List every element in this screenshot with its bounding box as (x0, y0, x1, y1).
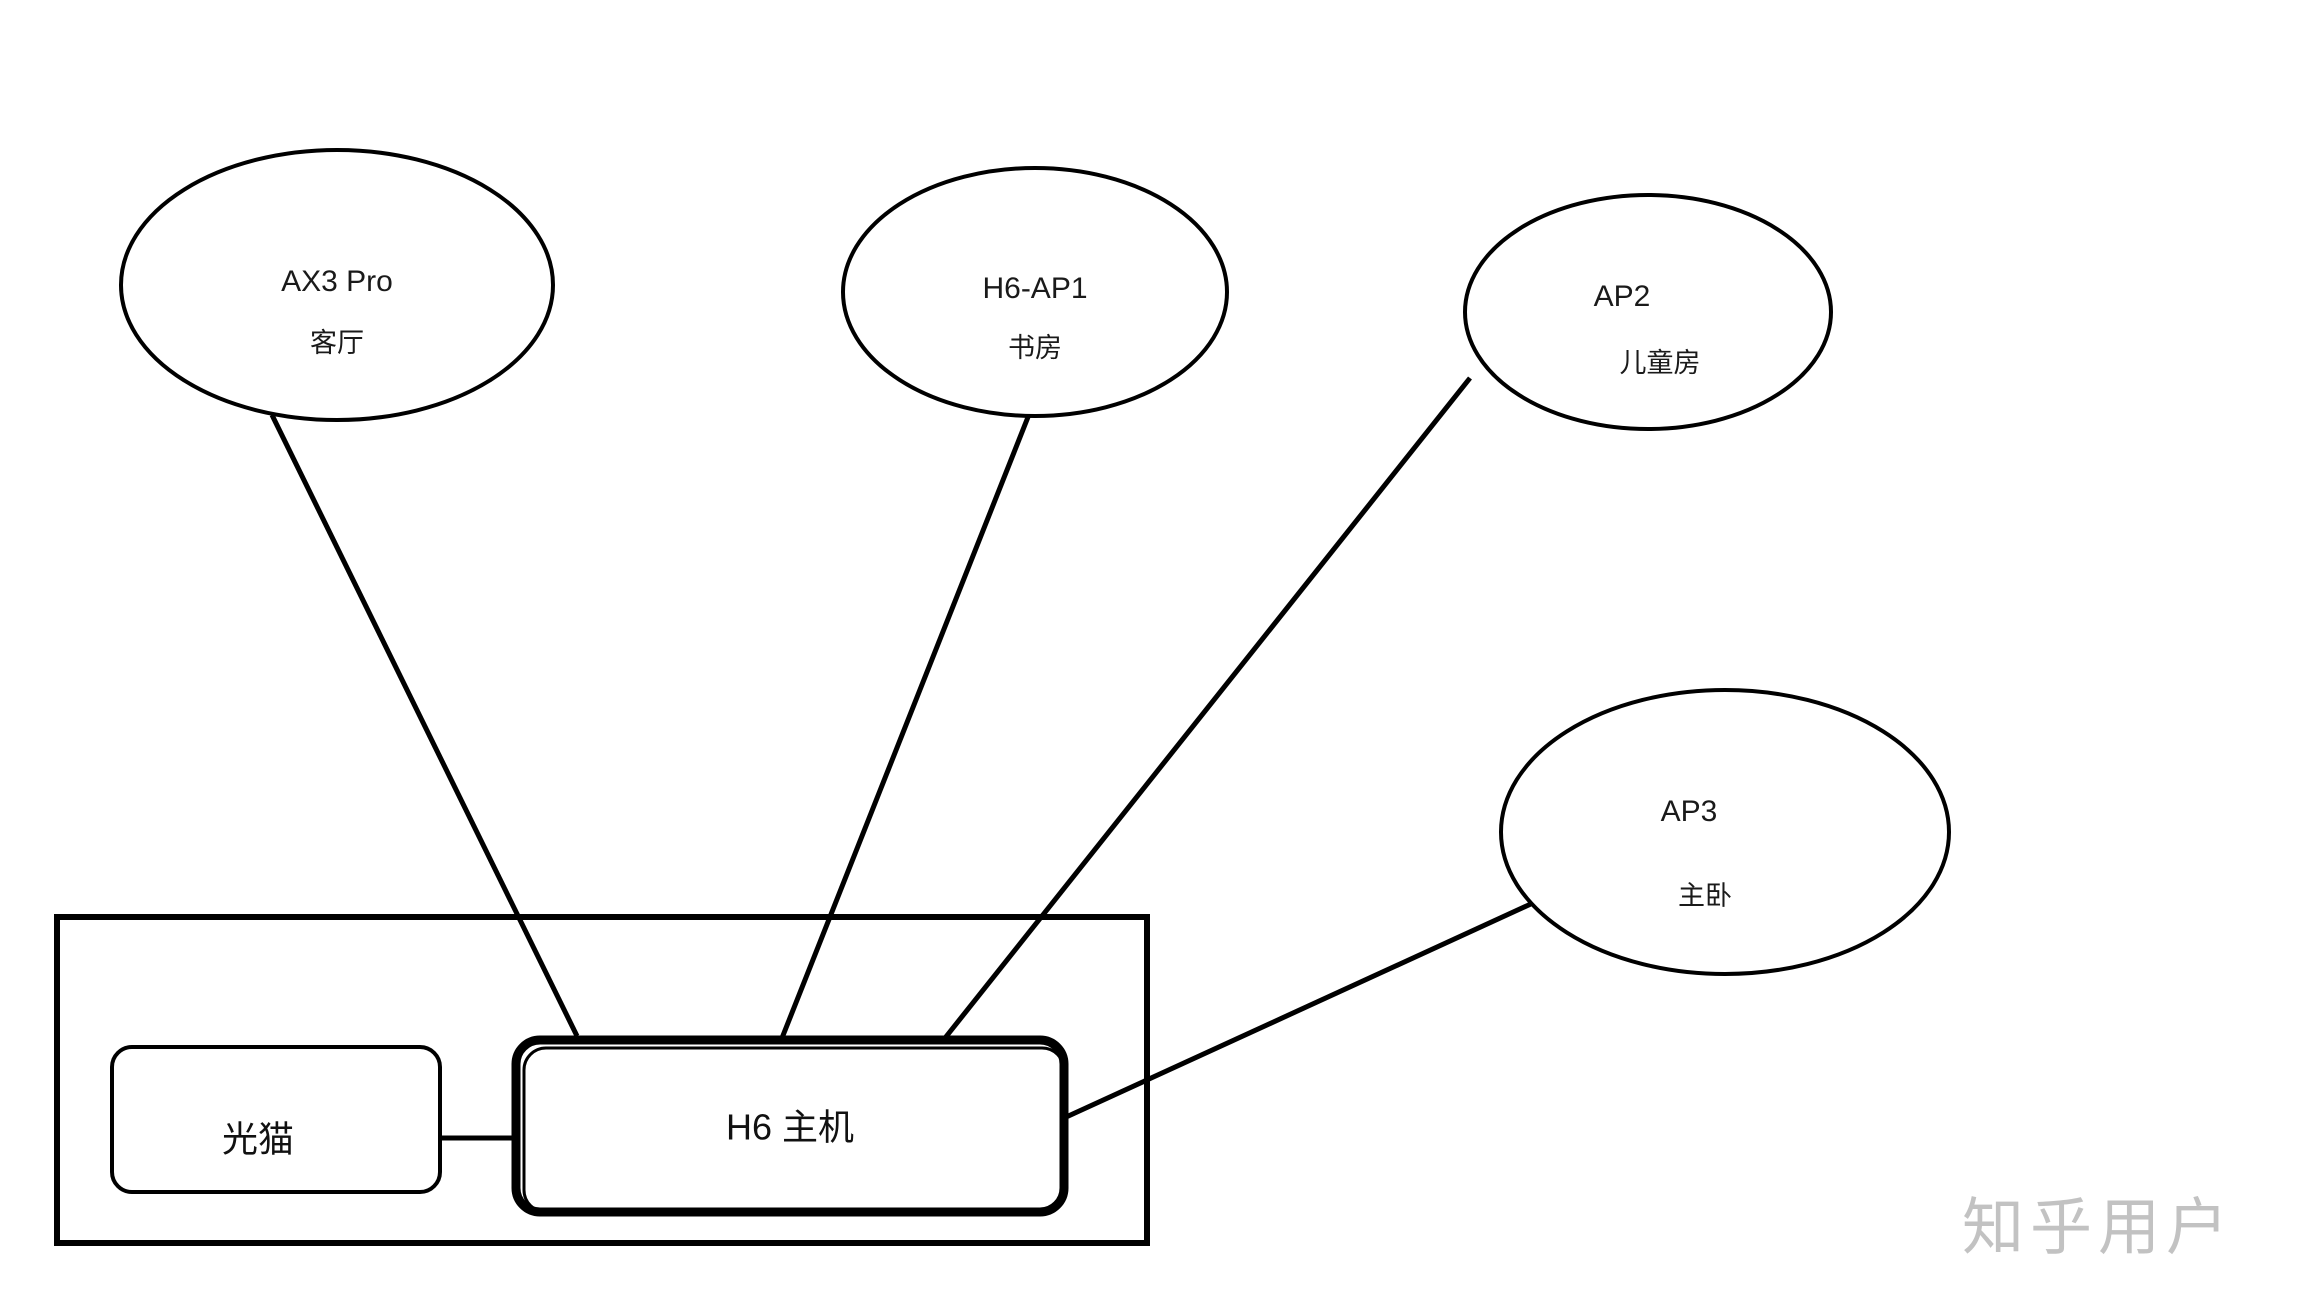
node-ap2-shape (1463, 193, 1833, 431)
node-h6host-inner-outline (522, 1046, 1066, 1214)
node-modem[interactable]: 光猫 (110, 1045, 442, 1194)
node-ax3pro[interactable]: AX3 Pro 客厅 (119, 148, 555, 422)
node-ap2-sublabel: 儿童房 (1620, 348, 1701, 378)
node-ap3-label: AP3 (1661, 795, 1718, 828)
node-ap2[interactable]: AP2 儿童房 (1463, 193, 1833, 431)
node-modem-shape (110, 1045, 442, 1194)
node-ap2-label: AP2 (1594, 280, 1651, 313)
watermark-label: 知乎用户 (1962, 1193, 2234, 1262)
link-group (269, 376, 1535, 1141)
node-modem-label: 光猫 (222, 1119, 294, 1160)
node-h6ap1-shape (841, 166, 1229, 418)
node-ax3pro-label: AX3 Pro (281, 265, 393, 298)
node-h6ap1[interactable]: H6-AP1 书房 (841, 166, 1229, 418)
link-ap3-to-h6host (1062, 900, 1535, 1121)
node-h6ap1-label: H6-AP1 (982, 272, 1087, 305)
node-ax3pro-sublabel: 客厅 (310, 328, 364, 358)
link-ax3pro-to-h6host (269, 413, 580, 1038)
link-h6ap1-to-h6host (779, 411, 1033, 1039)
node-h6host-label: H6 主机 (726, 1107, 854, 1148)
node-ap3[interactable]: AP3 主卧 (1499, 688, 1951, 976)
node-ax3pro-shape (119, 148, 555, 422)
link-ap2-to-h6host (943, 376, 1472, 1040)
node-h6host[interactable]: H6 主机 (511, 1035, 1069, 1217)
node-ap3-shape (1499, 688, 1951, 976)
node-ap3-sublabel: 主卧 (1678, 881, 1732, 911)
node-h6ap1-sublabel: 书房 (1008, 333, 1062, 363)
